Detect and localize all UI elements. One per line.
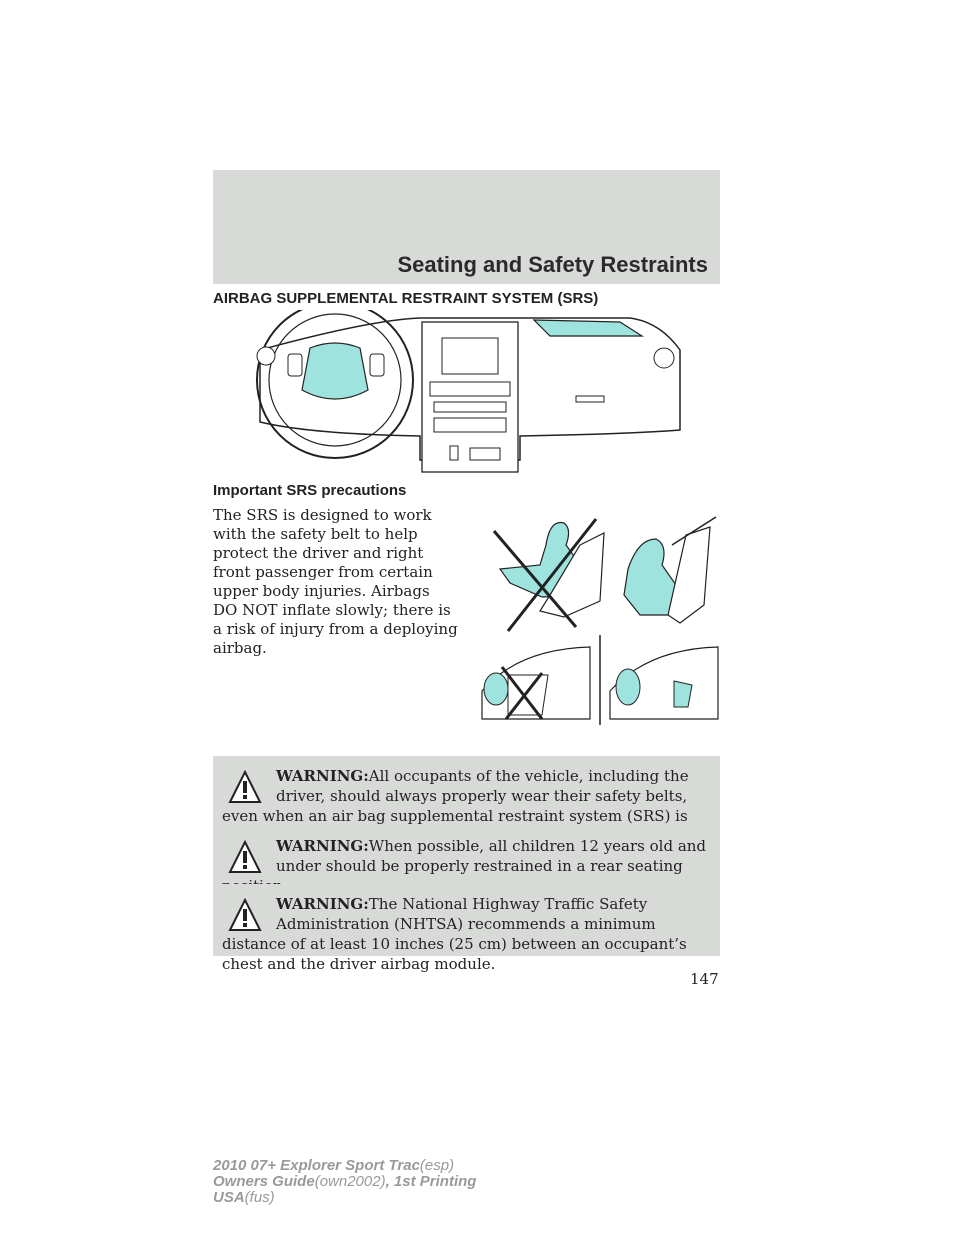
footer-model-code: (esp) [419,1157,455,1174]
section-title: AIRBAG SUPPLEMENTAL RESTRAINT SYSTEM (SR… [213,290,599,307]
dashboard-airbag-illustration [256,310,681,473]
warning-label: WARNING: [276,767,369,785]
warning-triangle-icon [228,898,262,931]
vehicle-side-illustration [481,635,719,725]
precautions-body: The SRS is designed to work with the saf… [213,506,458,657]
footer-guide-code: (own2002) [314,1173,386,1190]
warning-box: WARNING:The National Highway Traffic Saf… [213,884,720,973]
warning-box: WARNING:When possible, all children 12 y… [213,826,720,895]
warning-triangle-icon [228,770,262,803]
warning-text: The National Highway Traffic Safety Admi… [222,895,687,973]
page-header-title: Seating and Safety Restraints [397,252,708,277]
precautions-title: Important SRS precautions [213,482,407,499]
occupant-position-illustration [492,516,717,632]
footer-printing: , 1st Printing [385,1173,477,1190]
footer-market: USA [213,1189,245,1206]
header-band: Seating and Safety Restraints [213,170,720,284]
footer-print-info: 2010 07+ Explorer Sport Trac(esp) Owners… [213,1158,476,1206]
page-number: 147 [690,970,719,988]
footer-guide: Owners Guide [213,1173,315,1190]
warning-triangle-icon [228,840,262,873]
footer-market-code: (fus) [244,1189,275,1206]
footer-model: 2010 07+ Explorer Sport Trac [213,1157,420,1174]
warning-label: WARNING: [276,895,369,913]
warning-label: WARNING: [276,837,369,855]
